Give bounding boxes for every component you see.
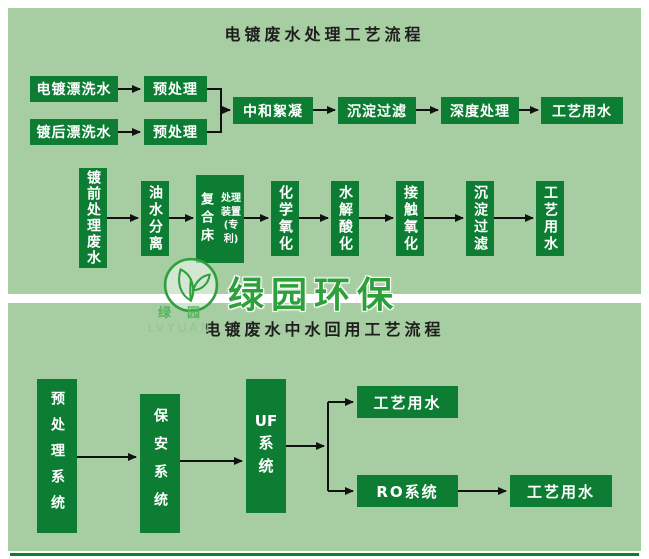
bottom-panel: 电镀废水中水回用工艺流程 预处理系统 保安系统 UF 系统 工艺 [8,303,641,551]
box-advanced-treatment: 深度处理 [441,97,519,124]
box-process-water-3: 工艺用水 [357,386,458,418]
box-ro-system: RO系统 [357,475,458,507]
box-process-water-1: 工艺用水 [541,97,623,124]
box-uf-system: UF 系统 [246,379,286,513]
box-sedimentation-filtration-2: 沉淀过滤 [466,181,494,256]
composite-bed-note: 处理 装置 (专利) [218,192,244,246]
box-post-plating-rinse-water: 镀后漂洗水 [30,119,118,145]
bottom-border-line [10,553,639,556]
top-panel-title: 电镀废水处理工艺流程 [224,25,425,44]
box-contact-oxidation: 接触氧化 [396,181,424,256]
box-pre-plating-wastewater: 镀前处理废水 [79,168,107,268]
box-process-water-4: 工艺用水 [510,475,612,507]
box-chemical-oxidation: 化学氧化 [271,181,299,256]
composite-note-line-3: (专利) [223,220,239,245]
bottom-arrows-layer [77,398,507,495]
composite-bed-label: 复合床 [198,192,213,246]
bottom-panel-title: 电镀废水中水回用工艺流程 [204,320,445,339]
uf-system-prefix: UF [254,411,278,430]
box-oil-water-separation: 油水分离 [141,181,169,256]
box-neutralization-flocculation: 中和絮凝 [233,97,313,124]
box-composite-bed-device: 复合床 处理 装置 (专利) [196,175,244,263]
top-panel: 电镀废水处理工艺流程 [8,8,641,294]
box-pretreatment-top: 预处理 [144,76,207,102]
uf-system-suffix: 系统 [256,434,275,481]
box-pretreatment-bottom: 预处理 [144,119,207,145]
box-hydrolysis-acidification: 水解酸化 [331,181,359,256]
box-process-water-2: 工艺用水 [536,181,564,256]
box-sedimentation-filtration: 沉淀过滤 [338,97,416,124]
box-security-filter-system: 保安系统 [140,394,180,533]
composite-note-line-2: 装置 [221,206,241,218]
composite-note-line-1: 处理 [221,193,241,204]
box-electroplating-rinse-water: 电镀漂洗水 [30,76,118,102]
box-pretreatment-system: 预处理系统 [37,379,77,533]
